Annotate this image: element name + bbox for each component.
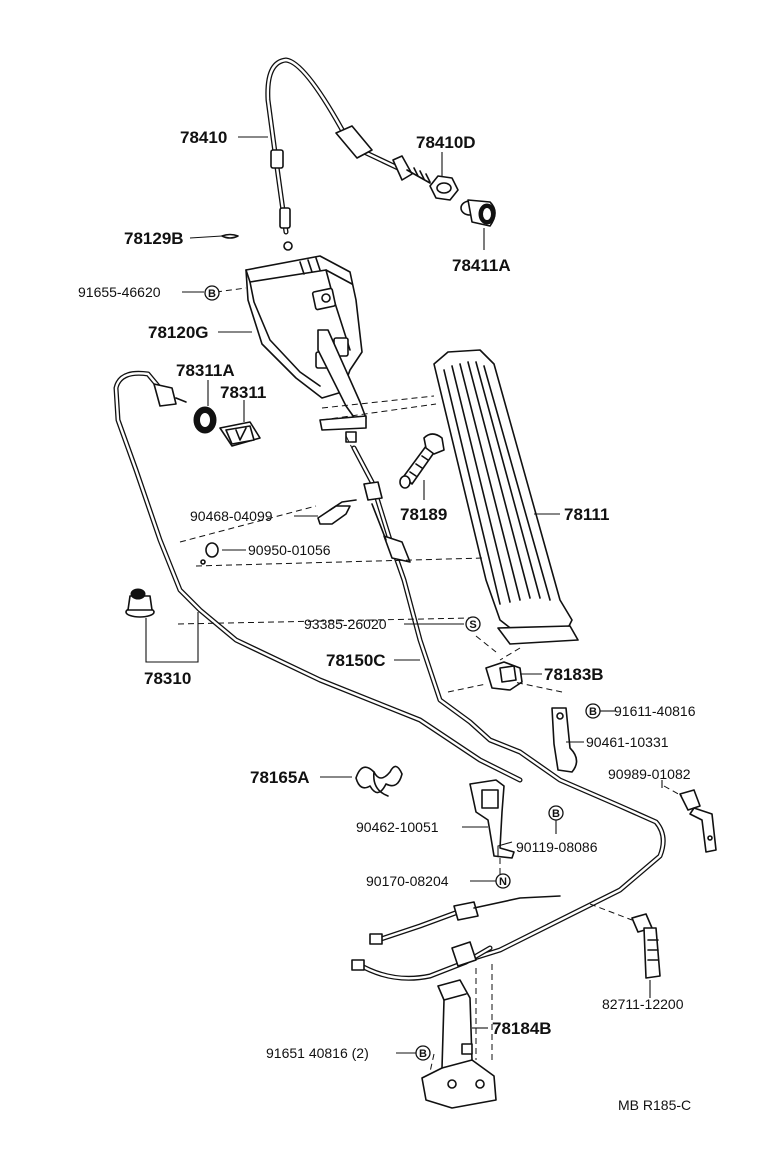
harness-82711-12200 xyxy=(631,913,661,979)
pin-78129B xyxy=(221,233,239,239)
cable-bracket-78120G xyxy=(245,255,367,443)
reference-code: MB R185-C xyxy=(618,1097,691,1113)
label-90989-01082: 90989-01082 xyxy=(608,766,691,782)
grommet-78311 xyxy=(219,421,261,447)
leader-lines xyxy=(145,136,663,1054)
label-78111: 78111 xyxy=(564,505,609,524)
bracket-90462-10051 xyxy=(469,779,515,859)
label-91655-46620: 91655-46620 xyxy=(78,284,161,300)
marker-b-2-text: B xyxy=(589,706,597,718)
marker-b-1: B xyxy=(204,285,220,301)
label-90119-08086: 90119-08086 xyxy=(516,839,598,855)
marker-b-3: B xyxy=(548,805,564,821)
cushion-90950-01056 xyxy=(200,542,219,565)
label-78150C: 78150C xyxy=(326,651,386,670)
label-78189: 78189 xyxy=(400,505,447,524)
label-78310: 78310 xyxy=(144,669,191,688)
grommet-78310 xyxy=(125,588,155,618)
grommet-78411A xyxy=(460,199,496,227)
label-93385-26020: 93385-26020 xyxy=(304,616,387,632)
marker-b-1-text: B xyxy=(208,288,216,300)
label-90461-10331: 90461-10331 xyxy=(586,734,669,750)
nut-78410D xyxy=(429,175,459,201)
label-90170-08204: 90170-08204 xyxy=(366,873,449,889)
stopper-bolt-78189 xyxy=(399,433,445,489)
label-78184B: 78184B xyxy=(492,1019,552,1038)
marker-n: N xyxy=(495,873,511,889)
marker-b-4: B xyxy=(415,1045,431,1061)
extension-cables xyxy=(351,895,561,981)
label-78311A: 78311A xyxy=(176,361,235,380)
cable-end-78310 xyxy=(153,383,187,407)
marker-b-3-text: B xyxy=(552,808,560,820)
label-78165A: 78165A xyxy=(250,768,310,787)
label-78410D: 78410D xyxy=(416,133,476,152)
bracket-90461-10331 xyxy=(551,707,578,773)
clip-78183B xyxy=(485,661,523,691)
marker-b-2: B xyxy=(585,703,601,719)
label-90950-01056: 90950-01056 xyxy=(248,542,331,558)
accelerator-cable-78150C xyxy=(351,445,666,963)
marker-b-4-text: B xyxy=(419,1048,427,1060)
label-78120G: 78120G xyxy=(148,323,209,342)
marker-s-text: S xyxy=(469,619,476,631)
marker-s: S xyxy=(465,616,481,632)
assembly-guide-lines xyxy=(177,287,683,1073)
accelerator-cable-78410 xyxy=(265,57,431,251)
accelerator-pedal-78111 xyxy=(433,349,579,645)
label-78311: 78311 xyxy=(220,383,266,402)
label-90468-04099: 90468-04099 xyxy=(190,508,273,524)
label-78411A: 78411A xyxy=(452,256,511,275)
label-78183B: 78183B xyxy=(544,665,604,684)
label-91651-40816: 91651 40816 (2) xyxy=(266,1045,369,1061)
clip-90468-04099 xyxy=(317,499,357,525)
clip-78311A xyxy=(193,406,217,434)
label-78410: 78410 xyxy=(180,128,227,147)
clip-90989-01082 xyxy=(679,789,717,853)
spring-78165A xyxy=(355,765,403,797)
label-90462-10051: 90462-10051 xyxy=(356,819,439,835)
bracket-78184B xyxy=(421,979,497,1109)
marker-n-text: N xyxy=(499,876,507,888)
cable-78310 xyxy=(113,370,523,783)
label-82711-12200: 82711-12200 xyxy=(602,996,684,1012)
label-78129B: 78129B xyxy=(124,229,184,248)
label-91611-40816: 91611-40816 xyxy=(614,703,696,719)
part-labels: 78410 78410D 78129B 78411A 91655-46620 7… xyxy=(78,128,696,1113)
